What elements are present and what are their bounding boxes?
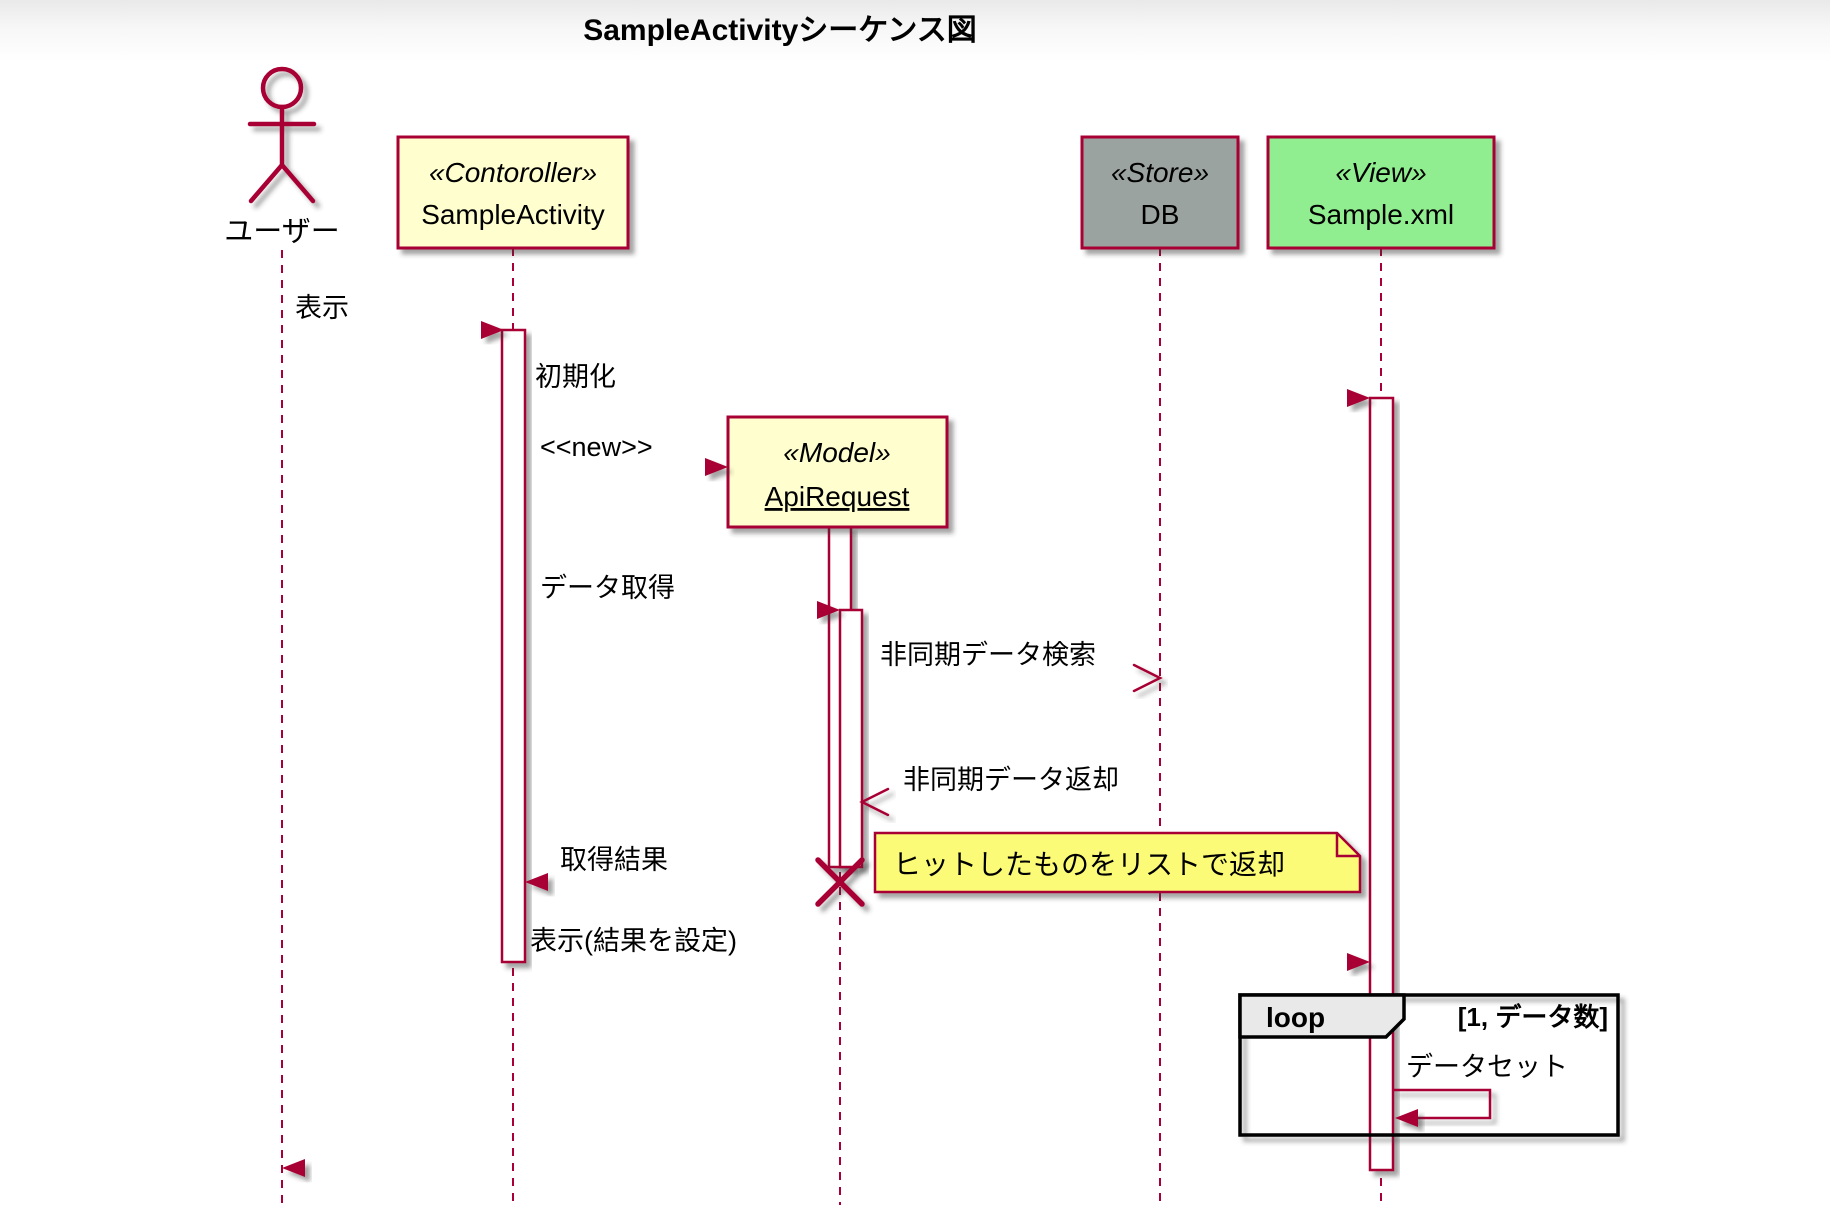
loop-fragment: loop [1, データ数]: [1238, 993, 1620, 1137]
participant-controller-box: [396, 135, 630, 250]
participant-model-name: ApiRequest: [765, 481, 910, 512]
message-async-return-label: 非同期データ返却: [903, 765, 1119, 795]
arrowhead-icon: [1347, 389, 1370, 407]
user-actor-label: ユーザー: [224, 216, 339, 248]
note-fold-icon: [1335, 833, 1360, 858]
participant-store-name: DB: [1141, 199, 1180, 230]
diagram-title: SampleActivityシーケンス図: [583, 14, 977, 47]
arrowhead-icon: [282, 1159, 305, 1177]
participant-model-box: [726, 415, 949, 529]
message-async-search: 非同期データ検索: [862, 640, 1163, 693]
message-show: 表示: [282, 293, 504, 339]
user-actor-icon: [247, 66, 317, 204]
loop-label: loop: [1266, 1002, 1325, 1033]
activations: [500, 328, 1395, 1172]
note: ヒットしたものをリストで返却: [873, 831, 1362, 894]
open-arrowhead-icon: [859, 787, 890, 817]
message-show-result: 表示(結果を設定): [525, 926, 1370, 971]
activation-controller: [500, 328, 527, 964]
arrowhead-icon: [705, 458, 728, 476]
participant-view-stereotype: «View»: [1335, 157, 1426, 188]
activation-model-2: [838, 608, 864, 869]
message-new-label: <<new>>: [540, 432, 653, 462]
participant-view: «View» Sample.xml: [1266, 135, 1496, 250]
message-show-label: 表示: [295, 293, 349, 323]
participant-controller-name: SampleActivity: [421, 199, 605, 230]
message-dataset-label: データセット: [1406, 1052, 1568, 1082]
open-arrowhead-icon: [1132, 663, 1163, 693]
loop-condition: [1, データ数]: [1458, 1002, 1608, 1032]
participant-store-box: [1080, 135, 1240, 250]
note-body: [873, 831, 1362, 894]
message-show-result-label: 表示(結果を設定): [530, 926, 737, 956]
message-new: <<new>>: [525, 432, 728, 476]
message-get-data: データ取得: [525, 573, 840, 619]
actor-user: ユーザー: [224, 66, 340, 248]
arrowhead-icon: [817, 601, 840, 619]
message-init: 初期化: [525, 362, 1370, 407]
message-final-return: [282, 1159, 1370, 1177]
message-get-data-label: データ取得: [540, 573, 675, 603]
participant-view-box: [1266, 135, 1496, 250]
note-text: ヒットしたものをリストで返却: [893, 849, 1285, 880]
participant-model-stereotype: «Model»: [783, 437, 890, 468]
arrowhead-icon: [481, 321, 504, 339]
participant-store-stereotype: «Store»: [1111, 157, 1209, 188]
message-dataset: データセット: [1393, 1052, 1568, 1127]
message-async-search-label: 非同期データ検索: [880, 640, 1096, 670]
loop-header: [1238, 993, 1406, 1039]
participant-controller: «Contoroller» SampleActivity: [396, 135, 630, 250]
message-async-return: 非同期データ返却: [859, 765, 1160, 817]
message-result: 取得結果: [525, 845, 829, 891]
participant-store: «Store» DB: [1080, 135, 1240, 250]
loop-frame: [1238, 993, 1620, 1137]
arrowhead-icon: [1395, 1109, 1418, 1127]
participant-controller-stereotype: «Contoroller»: [429, 157, 597, 188]
participant-view-name: Sample.xml: [1308, 199, 1454, 230]
destroy-x-icon: [815, 857, 865, 907]
arrowhead-icon: [1347, 953, 1370, 971]
arrowhead-icon: [525, 873, 548, 891]
message-result-label: 取得結果: [560, 845, 668, 875]
message-init-label: 初期化: [535, 362, 616, 392]
participant-model: «Model» ApiRequest: [726, 415, 949, 529]
activation-view: [1368, 396, 1395, 1172]
